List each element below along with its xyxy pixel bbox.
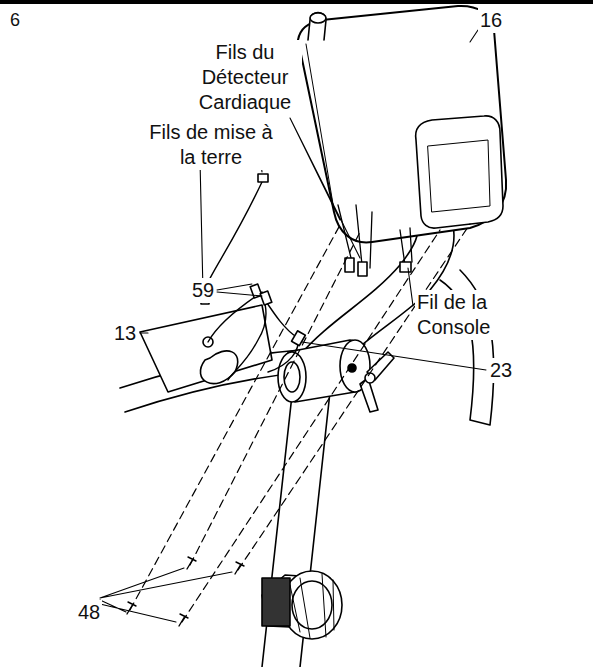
callout-number: 23 [488,358,514,383]
callout-number: 16 [478,8,504,33]
step-number: 6 [8,8,22,33]
callout-number: 59 [190,278,216,303]
callout-number: 48 [76,600,102,625]
wire-label: Fil de la Console [415,290,515,340]
callout-number: 13 [112,321,138,346]
wire-label: Fils de mise à la terre [146,120,276,170]
wire-label: Fils du Détecteur Cardiaque [188,40,302,115]
